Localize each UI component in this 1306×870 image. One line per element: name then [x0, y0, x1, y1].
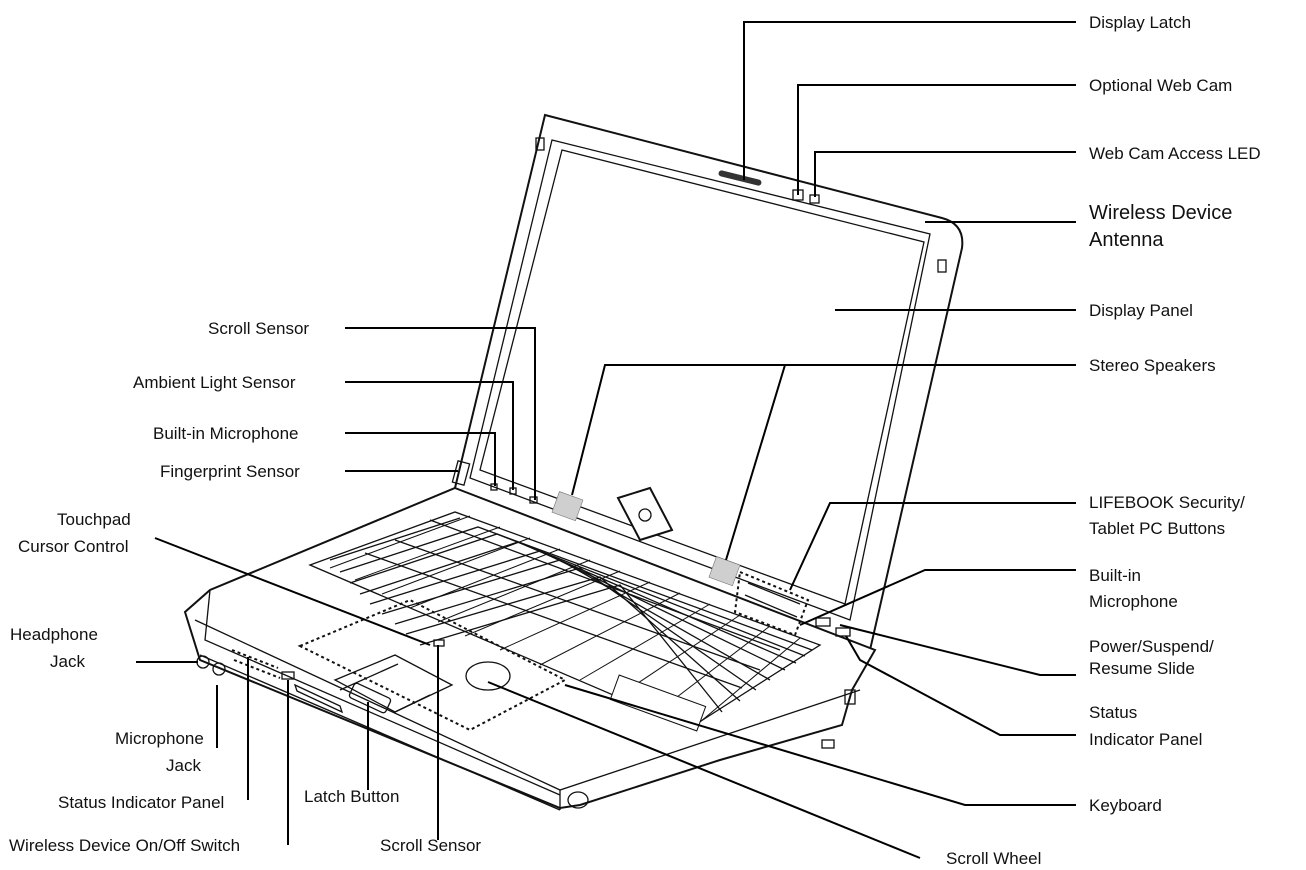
- microphone-jack: [212, 662, 226, 676]
- label-headphone-line2: Jack: [50, 652, 85, 671]
- label-security-buttons-line2: Tablet PC Buttons: [1089, 519, 1225, 538]
- power-slide: [835, 627, 851, 637]
- label-status-indicator-right-line1: Status: [1089, 703, 1137, 722]
- touchpad-area: [297, 598, 568, 732]
- key-columns: [329, 515, 801, 723]
- security-buttons: [733, 570, 810, 637]
- display-panel-screen: [479, 149, 925, 605]
- label-web-cam-access-led: Web Cam Access LED: [1089, 144, 1261, 163]
- label-microphone-jack-line1: Microphone: [115, 729, 204, 748]
- label-scroll-sensor-bottom: Scroll Sensor: [380, 836, 481, 855]
- label-wireless-antenna-line1: Wireless Device: [1089, 202, 1232, 224]
- labels: Display Latch Optional Web Cam Web Cam A…: [9, 13, 1261, 868]
- display-latch: [718, 170, 762, 186]
- label-builtin-mic-right-line2: Microphone: [1089, 592, 1178, 611]
- status-indicator-right: [815, 617, 831, 627]
- label-display-latch: Display Latch: [1089, 13, 1191, 32]
- scroll-sensor-top-part: [529, 496, 538, 504]
- label-scroll-wheel: Scroll Wheel: [946, 849, 1041, 868]
- label-stereo-speakers: Stereo Speakers: [1089, 356, 1216, 375]
- swivel-hinge: [616, 486, 674, 542]
- label-scroll-sensor-top: Scroll Sensor: [208, 319, 309, 338]
- label-latch-button: Latch Button: [304, 787, 399, 806]
- label-headphone-line1: Headphone: [10, 625, 98, 644]
- leader-lines: [136, 21, 1076, 859]
- label-optional-web-cam: Optional Web Cam: [1089, 76, 1232, 95]
- wireless-switch: [281, 671, 295, 680]
- label-display-panel: Display Panel: [1089, 301, 1193, 320]
- label-touchpad-line1: Touchpad: [57, 510, 131, 529]
- left-speaker: [551, 491, 584, 522]
- label-keyboard: Keyboard: [1089, 796, 1162, 815]
- label-microphone-jack-line2: Jack: [166, 756, 201, 775]
- label-ambient-light-sensor: Ambient Light Sensor: [133, 373, 296, 392]
- label-wireless-antenna-line2: Antenna: [1089, 229, 1164, 251]
- label-status-indicator-right-line2: Indicator Panel: [1089, 730, 1202, 749]
- scroll-wheel: [465, 661, 511, 691]
- label-fingerprint-sensor: Fingerprint Sensor: [160, 462, 300, 481]
- label-security-buttons-line1: LIFEBOOK Security/: [1089, 493, 1245, 512]
- label-wireless-switch: Wireless Device On/Off Switch: [9, 836, 240, 855]
- keyboard-illustration: [308, 511, 822, 732]
- label-status-indicator-left: Status Indicator Panel: [58, 793, 224, 812]
- label-power-slide-line1: Power/Suspend/: [1089, 637, 1214, 656]
- right-speaker: [708, 556, 741, 587]
- label-power-slide-line2: Resume Slide: [1089, 659, 1195, 678]
- label-builtin-microphone-left: Built-in Microphone: [153, 424, 299, 443]
- laptop-illustration: [183, 113, 964, 811]
- display-lid: [453, 113, 964, 652]
- label-touchpad-line2: Cursor Control: [18, 537, 129, 556]
- label-builtin-mic-right-line1: Built-in: [1089, 566, 1141, 585]
